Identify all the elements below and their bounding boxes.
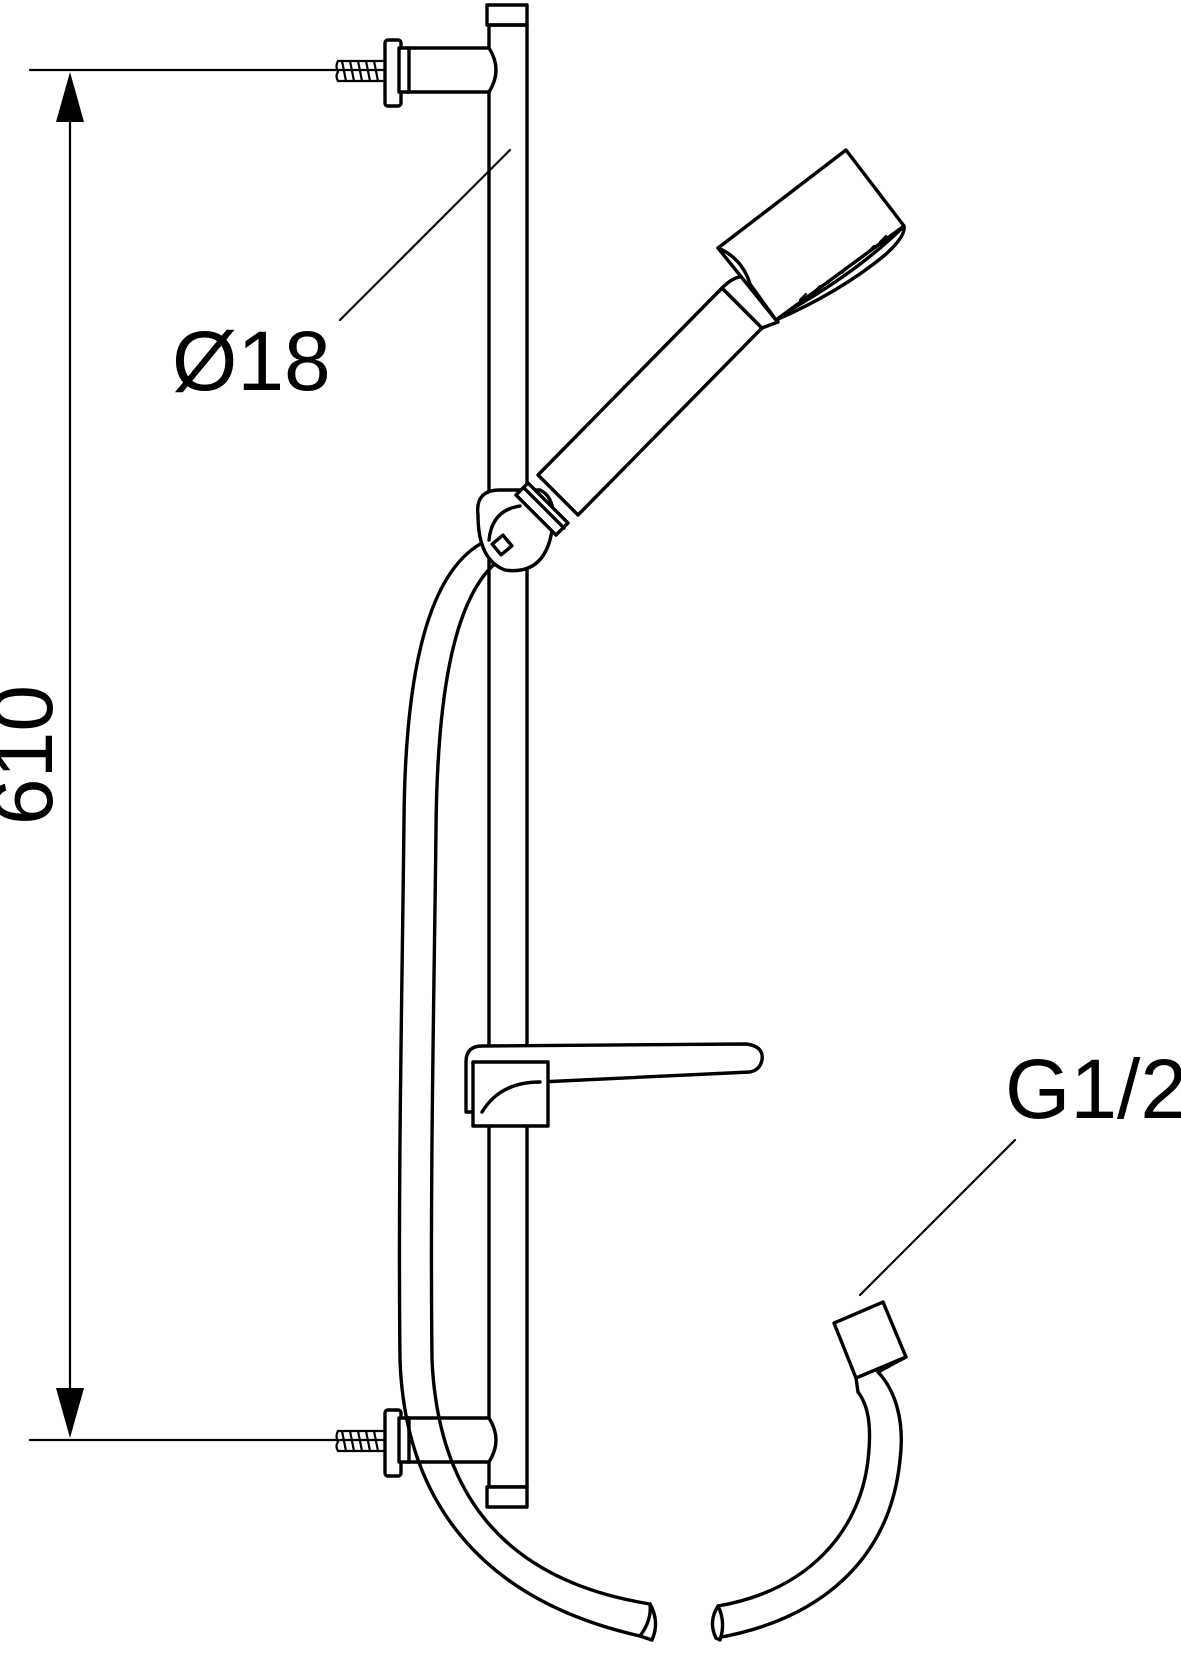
bottom-screw-icon xyxy=(335,1429,387,1453)
top-plate-rim xyxy=(397,46,411,94)
length-dimension: 610 xyxy=(0,68,390,1442)
soap-dish xyxy=(464,1042,764,1128)
thread-label: G1/2 xyxy=(1005,1042,1181,1136)
connector-hose-outer xyxy=(714,1370,903,1640)
bottom-bracket-arm xyxy=(405,1416,498,1464)
hose-connector-piece xyxy=(710,1300,908,1642)
diameter-leader-line xyxy=(338,148,512,322)
diameter-callout: Ø18 xyxy=(172,148,512,408)
shower-handle xyxy=(536,286,764,517)
top-screw-icon xyxy=(335,59,387,83)
holder-inner-curve xyxy=(487,504,522,542)
hose-cut-end-left xyxy=(638,1602,658,1642)
top-bracket-arm xyxy=(405,46,498,94)
thread-leader-line xyxy=(858,1138,1017,1297)
arrow-down-icon xyxy=(56,1388,84,1438)
rail-bar xyxy=(487,23,529,1489)
hose-outer-edge xyxy=(397,538,642,1638)
connector-hose-inner xyxy=(716,1390,872,1608)
hand-shower xyxy=(514,148,906,537)
hose-cut-end-right xyxy=(710,1604,725,1642)
diameter-label: Ø18 xyxy=(172,314,331,408)
soap-dish-clamp xyxy=(471,1060,550,1128)
nut-neck-right xyxy=(876,1355,908,1374)
top-wall-bracket xyxy=(335,38,498,108)
holder-pin xyxy=(490,533,514,557)
bottom-plate-rim xyxy=(397,1416,411,1464)
slide-rail xyxy=(485,3,529,1509)
thread-callout: G1/2 xyxy=(858,1042,1181,1297)
arrow-up-icon xyxy=(56,72,84,122)
thread-nut-icon xyxy=(832,1300,908,1380)
soap-dish-curve xyxy=(480,1080,542,1114)
nut-neck-left xyxy=(854,1376,860,1394)
shower-face-icon xyxy=(774,224,906,322)
shower-head-side xyxy=(716,246,778,322)
shower-nozzles xyxy=(798,234,888,302)
shower-hose xyxy=(397,538,658,1642)
rail-top-cap xyxy=(485,3,529,27)
bottom-wall-bracket xyxy=(335,1408,498,1478)
length-label: 610 xyxy=(0,685,70,825)
hose-inner-edge xyxy=(429,554,652,1606)
rail-bottom-cap xyxy=(485,1485,529,1509)
collar-ring-line xyxy=(522,486,566,530)
